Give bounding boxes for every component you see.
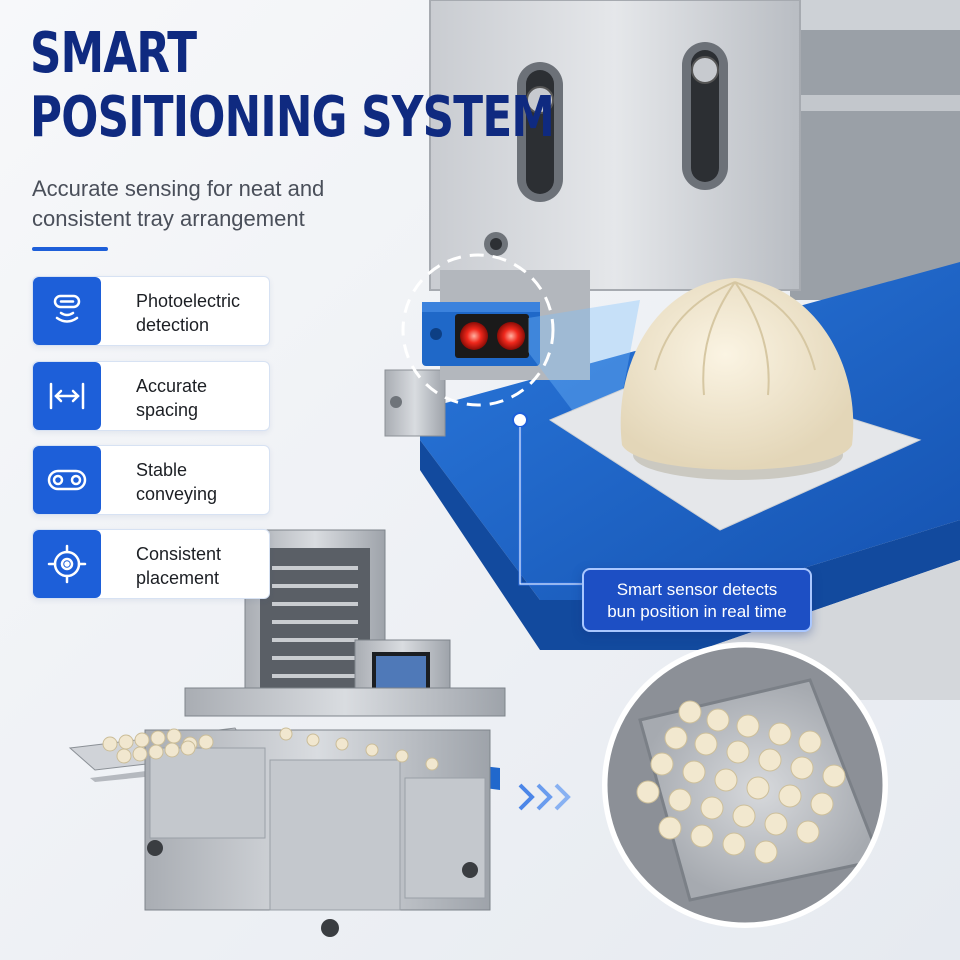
sensor-callout: Smart sensor detects bun position in rea…: [582, 568, 812, 632]
feature-card-placement: Consistent placement: [32, 529, 270, 599]
tray-zoom-view: [602, 642, 888, 928]
feature-card-conveying: Stable conveying: [32, 445, 270, 515]
title-line-2: POSITIONING SYSTEM: [30, 85, 555, 150]
feature-label: Consistent placement: [136, 544, 222, 588]
page-title: SMART POSITIONING SYSTEM: [30, 21, 555, 150]
feature-card-photoelectric: Photoelectric detection: [32, 276, 270, 346]
subtitle: Accurate sensing for neat and consistent…: [32, 176, 325, 231]
spacing-arrows-icon: [33, 362, 101, 430]
feature-label: Photoelectric detection: [136, 291, 241, 335]
conveyor-belt-icon: [33, 446, 101, 514]
feature-label: Stable conveying: [136, 460, 218, 504]
target-icon: [33, 530, 101, 598]
sensor-highlight-ring: [401, 253, 555, 407]
callout-line-2: bun position in real time: [607, 602, 787, 621]
feature-label: Accurate spacing: [136, 376, 208, 420]
feature-card-spacing: Accurate spacing: [32, 361, 270, 431]
sensor-wave-icon: [33, 277, 101, 345]
chevron-arrows-icon: [518, 783, 571, 811]
callout-line-1: Smart sensor detects: [616, 580, 778, 599]
sensor-closeup-photo: [384, 0, 960, 700]
callout-text: Smart sensor detects bun position in rea…: [584, 579, 810, 623]
title-line-1: SMART: [30, 21, 197, 86]
title-divider: [32, 247, 108, 251]
